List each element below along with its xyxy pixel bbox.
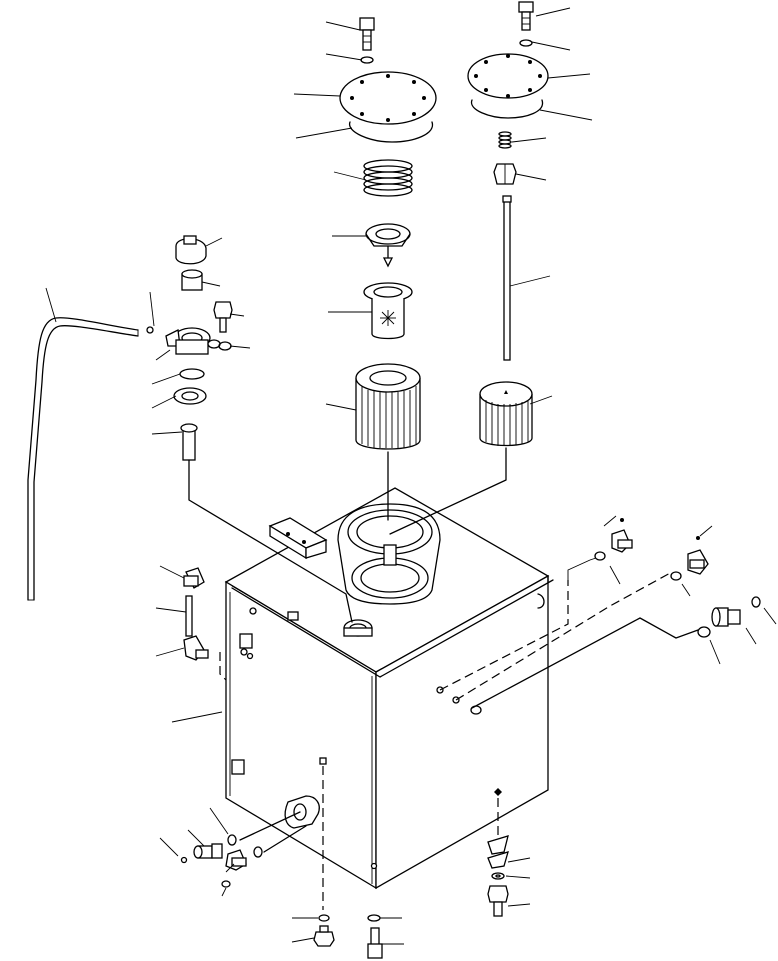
- strainer: [363, 282, 413, 340]
- o-ring-icon: [470, 705, 482, 715]
- o-ring-icon: [751, 596, 761, 608]
- spring-icon: [363, 159, 413, 197]
- breather-hose: [27, 317, 154, 601]
- drain-plug-icon: [313, 925, 335, 947]
- left-fittings: [183, 567, 227, 681]
- elbow-fitting-icon: [183, 635, 209, 661]
- assembly-leader: [263, 825, 307, 853]
- assembly-leader: [389, 447, 507, 535]
- o-ring-icon: [179, 368, 205, 380]
- elbow-fitting-icon: [225, 849, 247, 871]
- clamp-icon: [146, 326, 154, 334]
- washer-icon: [491, 872, 505, 880]
- callout-leaders: [45, 7, 777, 945]
- tank-small-fittings: [231, 593, 545, 870]
- filter-element-large: [355, 363, 421, 450]
- gasket-icon: [173, 387, 207, 405]
- bolt-icon: [518, 1, 534, 31]
- filter-cover: [339, 71, 437, 125]
- assembly-leader: [239, 811, 301, 841]
- hydraulic-tank: [224, 487, 554, 890]
- bracket-icon: [487, 851, 509, 869]
- tank-fill-port: [343, 619, 373, 637]
- suction-strainer-stack: [339, 17, 437, 521]
- bolt-icon: [367, 927, 383, 959]
- assembly-leader: [455, 571, 673, 701]
- o-ring-icon: [318, 914, 330, 922]
- bypass-valve: [365, 223, 411, 268]
- o-ring-icon: [227, 834, 237, 846]
- pipe-icon: [185, 595, 193, 637]
- plug-icon: [180, 856, 188, 864]
- assembly-leader: [188, 459, 353, 623]
- o-ring-icon: [349, 121, 433, 143]
- assembly-leader: [567, 557, 597, 580]
- spring-icon: [498, 131, 512, 149]
- breather-stack: [165, 235, 353, 623]
- return-filter-stack: [389, 1, 549, 535]
- washer-icon: [367, 914, 381, 922]
- rod-icon: [502, 195, 512, 361]
- bolt-icon: [359, 17, 375, 51]
- filter-element-small: [479, 381, 533, 447]
- o-ring-icon: [471, 99, 544, 119]
- marker-icon: [494, 788, 502, 796]
- straight-fitting-icon: [711, 607, 741, 627]
- elbow-fitting-icon: [687, 536, 709, 575]
- washer-icon: [519, 39, 533, 47]
- return-filter-cover: [467, 53, 549, 99]
- fill-tube: [180, 423, 198, 461]
- right-fittings: [439, 518, 761, 715]
- washer-icon: [360, 56, 374, 64]
- nut-icon: [493, 163, 517, 185]
- tank-top-lip: [231, 579, 554, 678]
- elbow-fitting-icon: [183, 567, 205, 589]
- o-ring-icon: [221, 880, 231, 888]
- o-ring-icon: [253, 846, 263, 858]
- filter-flange: [337, 503, 441, 605]
- assembly-leader: [219, 652, 227, 681]
- bolt-icon: [213, 301, 233, 333]
- o-ring-icon: [594, 551, 606, 561]
- o-ring-icon: [670, 571, 682, 581]
- bracket-icon: [487, 835, 509, 855]
- assembly-leader: [439, 580, 569, 691]
- breather-body: [165, 327, 221, 355]
- o-ring-icon: [697, 626, 711, 638]
- drain-boss: [284, 795, 320, 829]
- washer-icon: [218, 341, 232, 351]
- bottom-fittings: [180, 757, 509, 959]
- elbow-fitting-icon: [611, 518, 633, 553]
- bushing-icon: [181, 269, 203, 291]
- bolt-icon: [487, 885, 509, 917]
- plug-icon: [319, 757, 327, 765]
- straight-fitting-icon: [193, 843, 223, 859]
- assembly-leader: [471, 617, 699, 709]
- breather-cap: [175, 235, 207, 265]
- tank-right-face: [375, 574, 549, 890]
- mounting-bracket: [268, 517, 328, 560]
